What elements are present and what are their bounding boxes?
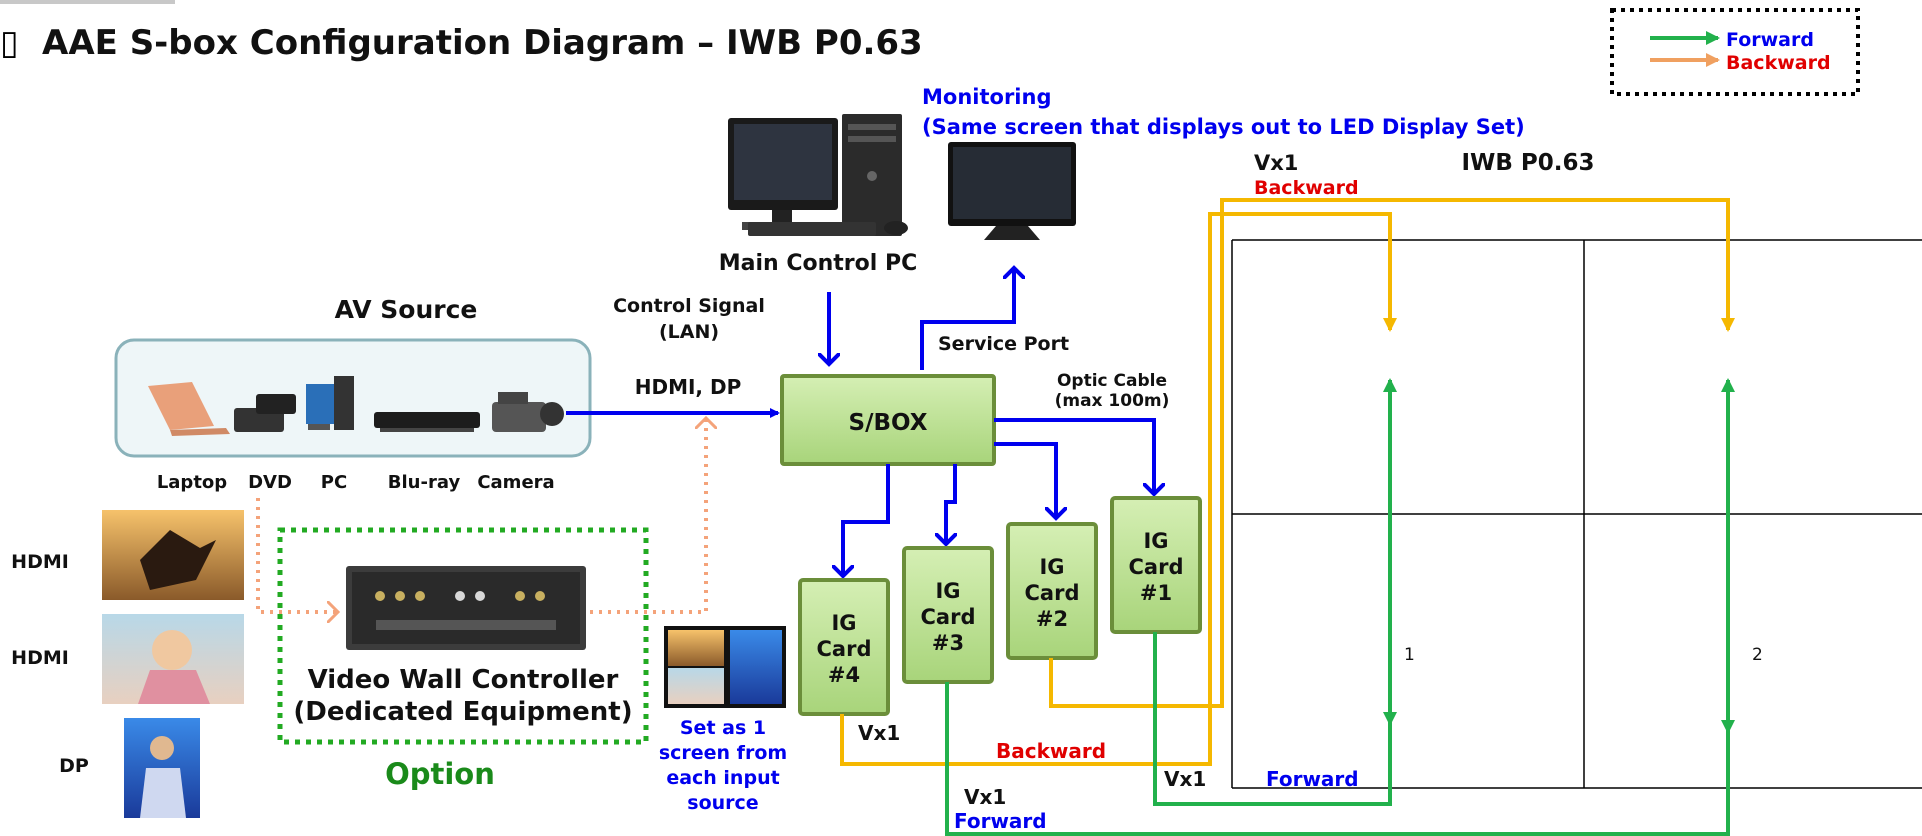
device-label-camera: Camera	[477, 472, 554, 493]
ig-card-3-line1: IG	[935, 579, 960, 603]
ig-card-2-line1: IG	[1039, 555, 1064, 579]
hdmi-dp-label: HDMI, DP	[635, 375, 742, 399]
forward-label-bottom: Forward	[954, 809, 1047, 833]
legend-forward-label: Forward	[1726, 29, 1814, 51]
forward-path-cabinet-1	[1153, 378, 1397, 806]
vwc-output-path	[590, 418, 706, 614]
service-port-arrow	[920, 268, 1014, 370]
vx1-label-card4: Vx1	[858, 721, 900, 745]
page-title: AAE S-box Configuration Diagram – IWB P0…	[42, 23, 923, 63]
vwc-sublabel: (Dedicated Equipment)	[293, 697, 632, 727]
input-label-hdmi-1: HDMI	[11, 551, 69, 573]
video-wall-controller-image	[346, 566, 586, 650]
av-source-heading: AV Source	[335, 295, 478, 324]
hdmi-source-thumbnail-1	[102, 510, 244, 600]
ig-card-3-line2: Card	[921, 605, 976, 629]
ig-card-4-line3: #4	[828, 663, 860, 687]
combined-screen-thumbnail	[664, 626, 786, 708]
optic-cable-label: Optic Cable	[1057, 371, 1167, 391]
control-signal-label: Control Signal	[613, 295, 765, 317]
camera-image	[492, 392, 564, 432]
vx1-label-top: Vx1	[1254, 151, 1298, 175]
ig-card-1: IG Card #1	[1110, 496, 1202, 634]
ig-card-2: IG Card #2	[1006, 522, 1098, 660]
vx1-label-card1: Vx1	[1164, 767, 1206, 791]
main-control-pc-image	[728, 114, 908, 236]
ig-card-1-line2: Card	[1129, 555, 1184, 579]
ig-card-3: IG Card #3	[902, 546, 994, 684]
option-dashed-box	[277, 527, 649, 745]
sbox-to-igcard2-arrow	[994, 442, 1056, 518]
input-label-dp: DP	[59, 755, 89, 777]
sbox-to-igcard1-arrow	[994, 418, 1154, 494]
bluray-image	[374, 412, 480, 432]
top-accent-bar	[0, 0, 175, 4]
hdmi-source-thumbnail-2	[102, 614, 244, 704]
service-port-label: Service Port	[938, 333, 1069, 355]
forward-label-grid: Forward	[1266, 767, 1359, 791]
sbox-label: S/BOX	[849, 410, 928, 436]
device-label-laptop: Laptop	[157, 472, 227, 493]
dvd-image	[234, 394, 296, 432]
device-label-dvd: DVD	[248, 472, 292, 493]
forward-path-cabinet-2	[945, 378, 1735, 836]
vx1-label-card3: Vx1	[964, 785, 1006, 809]
vwc-label: Video Wall Controller	[308, 665, 619, 695]
ig-card-2-line2: Card	[1025, 581, 1080, 605]
dp-source-thumbnail	[124, 718, 200, 818]
control-signal-sublabel: (LAN)	[659, 321, 719, 343]
sbox-to-igcard3-arrow	[946, 464, 957, 544]
input-label-hdmi-2: HDMI	[11, 647, 69, 669]
ig-card-1-line1: IG	[1143, 529, 1168, 553]
set-screen-note-line3: each input	[666, 767, 779, 789]
backward-path-cabinet-1	[840, 212, 1397, 766]
set-screen-note-line2: screen from	[659, 742, 787, 764]
sbox-to-igcard4-arrow	[843, 464, 890, 576]
monitoring-label: Monitoring	[922, 85, 1051, 109]
vwc-input-path	[256, 498, 338, 612]
set-screen-note-line1: Set as 1	[680, 717, 766, 739]
led-display-grid	[1231, 239, 1922, 789]
device-label-bluray: Blu-ray	[388, 472, 461, 493]
option-label: Option	[385, 757, 495, 791]
backward-label-bottom: Backward	[996, 739, 1106, 763]
legend: Forward Backward	[1610, 8, 1860, 96]
optic-cable-sublabel: (max 100m)	[1055, 391, 1170, 411]
ig-card-4-line2: Card	[817, 637, 872, 661]
ig-card-1-line3: #1	[1140, 581, 1172, 605]
ig-card-4: IG Card #4	[798, 578, 890, 716]
device-label-pc: PC	[321, 472, 347, 493]
monitoring-display-image	[948, 142, 1076, 240]
legend-backward-label: Backward	[1726, 52, 1831, 74]
title-bullet-icon: ▯	[0, 23, 19, 63]
ig-card-4-line1: IG	[831, 611, 856, 635]
cabinet-label-2: 2	[1752, 645, 1763, 665]
cabinet-label-1: 1	[1404, 645, 1415, 665]
display-title: IWB P0.63	[1461, 150, 1594, 176]
backward-label-top: Backward	[1254, 177, 1359, 199]
backward-path-cabinet-2	[1049, 198, 1735, 708]
ig-card-2-line3: #2	[1036, 607, 1068, 631]
set-screen-note-line4: source	[687, 792, 758, 814]
laptop-image	[148, 382, 230, 436]
pc-image	[306, 376, 354, 430]
main-control-pc-label: Main Control PC	[719, 251, 917, 276]
monitoring-subtitle: (Same screen that displays out to LED Di…	[922, 115, 1525, 139]
ig-card-3-line3: #3	[932, 631, 964, 655]
